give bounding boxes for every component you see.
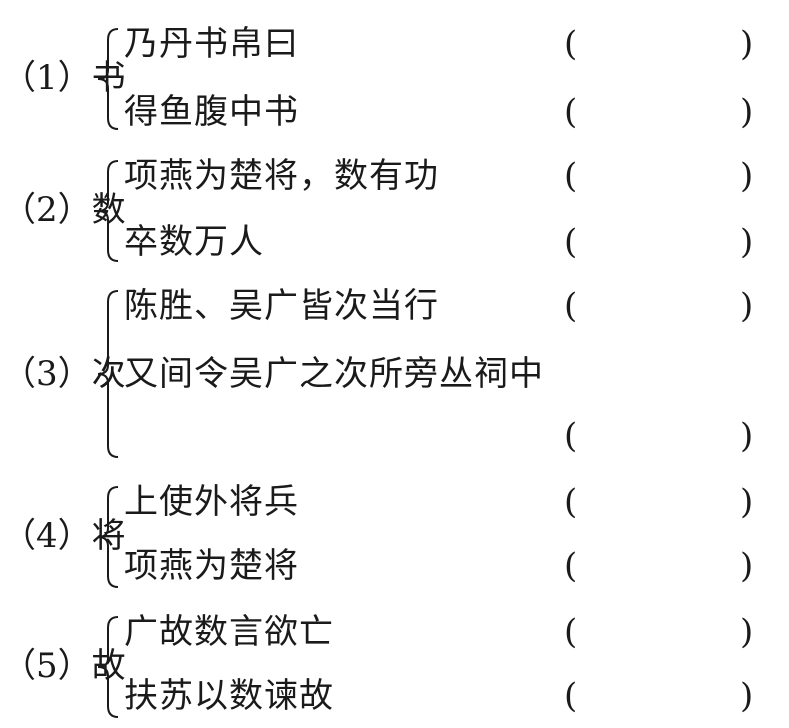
brace-icon [92, 484, 122, 590]
answer-blank-close: ) [740, 546, 754, 586]
question-item-5: （5）故 广故数言欲亡 ( ) 扶苏以数谏故 ( ) [0, 612, 789, 724]
answer-blank-close: ) [740, 612, 754, 652]
sentence-line: 陈胜、吴广皆次当行 ( ) [124, 286, 784, 326]
sentence-text: 陈胜、吴广皆次当行 [124, 286, 439, 326]
sentence-line: 上使外将兵 ( ) [124, 482, 784, 522]
brace-icon [92, 614, 122, 720]
brace-icon [92, 288, 122, 460]
sentence-text: 广故数言欲亡 [124, 612, 334, 652]
answer-blank-open: ( [564, 546, 578, 586]
brace-icon [92, 158, 122, 264]
sentence-text: 扶苏以数谏故 [124, 676, 334, 716]
brace-icon [92, 26, 122, 132]
answer-blank-open: ( [564, 482, 578, 522]
sentence-line: 项燕为楚将，数有功 ( ) [124, 156, 784, 196]
sentence-text: 项燕为楚将，数有功 [124, 156, 439, 196]
answer-blank-close: ) [740, 92, 754, 132]
sentence-line: 扶苏以数谏故 ( ) [124, 676, 784, 716]
answer-blank-close: ) [740, 24, 754, 64]
sentence-text: 得鱼腹中书 [124, 92, 299, 132]
sentence-text: 项燕为楚将 [124, 546, 299, 586]
answer-blank-close: ) [740, 286, 754, 326]
answer-blank-open: ( [564, 156, 578, 196]
sentence-text: 乃丹书帛曰 [124, 24, 299, 64]
answer-blank-open: ( [564, 286, 578, 326]
sentence-text: 卒数万人 [124, 222, 264, 262]
sentence-line: 项燕为楚将 ( ) [124, 546, 784, 586]
sentence-line: 广故数言欲亡 ( ) [124, 612, 784, 652]
sentence-line: 乃丹书帛曰 ( ) [124, 24, 784, 64]
answer-blank-open: ( [564, 24, 578, 64]
answer-blank-open: ( [564, 416, 578, 456]
sentence-line: 卒数万人 ( ) [124, 222, 784, 262]
answer-blank-open: ( [564, 612, 578, 652]
answer-blank-open: ( [564, 222, 578, 262]
question-item-1: （1）书 乃丹书帛曰 ( ) 得鱼腹中书 ( ) [0, 24, 789, 134]
question-item-3: （3）次 陈胜、吴广皆次当行 ( ) 又间令吴广之次所旁丛祠中 ( ) [0, 286, 789, 461]
sentence-line: 得鱼腹中书 ( ) [124, 92, 784, 132]
answer-blank-close: ) [740, 416, 754, 456]
sentence-text: 上使外将兵 [124, 482, 299, 522]
answer-blank-close: ) [740, 676, 754, 716]
sentence-text: 又间令吴广之次所旁丛祠中 [124, 354, 544, 394]
answer-blank-close: ) [740, 482, 754, 522]
sentence-line: 又间令吴广之次所旁丛祠中 [124, 354, 784, 394]
sentence-line: ( ) [124, 416, 784, 456]
answer-blank-close: ) [740, 156, 754, 196]
question-item-2: （2）数 项燕为楚将，数有功 ( ) 卒数万人 ( ) [0, 156, 789, 266]
item-number: （3）次 [2, 354, 126, 394]
answer-blank-open: ( [564, 676, 578, 716]
answer-blank-open: ( [564, 92, 578, 132]
question-item-4: （4）将 上使外将兵 ( ) 项燕为楚将 ( ) [0, 482, 789, 592]
answer-blank-close: ) [740, 222, 754, 262]
